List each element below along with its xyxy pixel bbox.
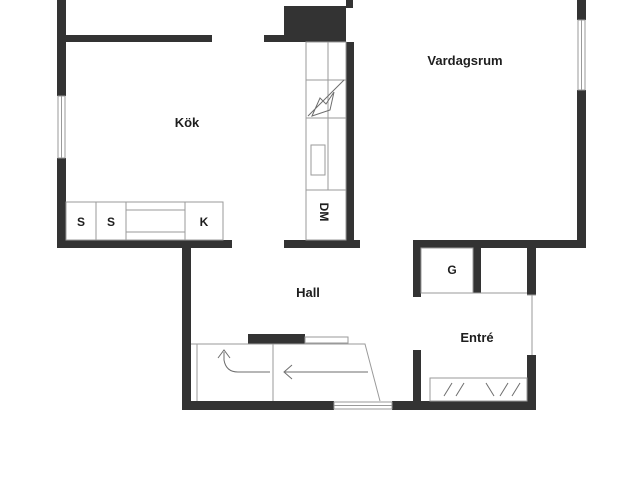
fixture-label-closet: G xyxy=(447,263,456,277)
wardrobe xyxy=(429,377,528,402)
wall-kitchen-living-divider xyxy=(346,42,354,247)
fixture-label-stove-2: S xyxy=(107,215,115,229)
room-label-entrance: Entré xyxy=(460,330,493,345)
wall-living-right-bottom xyxy=(577,90,586,248)
wall-kitchen-bottom-left xyxy=(57,240,232,248)
flame-icon xyxy=(307,79,345,117)
kitchen-sink xyxy=(310,144,326,176)
wall-entrance-right-upper xyxy=(527,248,536,295)
chimney-block xyxy=(284,6,346,42)
windows xyxy=(57,19,586,410)
walls xyxy=(57,0,586,410)
wall-living-bottom xyxy=(413,240,586,248)
wall-entrance-right-lower xyxy=(527,355,536,410)
fireplace-block xyxy=(248,334,305,344)
wall-bottom-left xyxy=(182,401,334,410)
wall-hall-left xyxy=(182,248,191,410)
stairs-outline xyxy=(191,343,381,402)
arrow-left-icon xyxy=(283,364,368,380)
kitchen-counter-right xyxy=(305,41,347,241)
entrance-fittings xyxy=(420,247,536,402)
kitchen-counters xyxy=(65,41,347,241)
room-label-kitchen: Kök xyxy=(175,115,200,130)
fixture-label-fridge: K xyxy=(200,215,209,229)
wall-closet-divider xyxy=(473,248,481,293)
wall-top-stub xyxy=(346,0,353,8)
kitchen-counter-bottom xyxy=(65,201,224,241)
stairs xyxy=(191,343,381,402)
wall-living-right-top xyxy=(577,0,586,20)
wall-bottom-right xyxy=(392,401,536,410)
room-label-living-room: Vardagsrum xyxy=(427,53,502,68)
wall-entrance-left-upper xyxy=(413,248,421,297)
wall-entrance-left-lower xyxy=(413,350,421,401)
room-label-hall: Hall xyxy=(296,285,320,300)
turn-arrow-icon xyxy=(217,349,270,373)
wall-kitchen-left-upper xyxy=(57,0,66,96)
wall-kitchen-bottom-right xyxy=(284,240,360,248)
fixture-label-dishwasher: DM xyxy=(317,203,331,222)
fixture-label-stove-1: S xyxy=(77,215,85,229)
window-fireplace-top xyxy=(304,336,349,344)
wall-kitchen-top-left xyxy=(66,35,212,42)
wall-kitchen-left-lower xyxy=(57,158,66,248)
